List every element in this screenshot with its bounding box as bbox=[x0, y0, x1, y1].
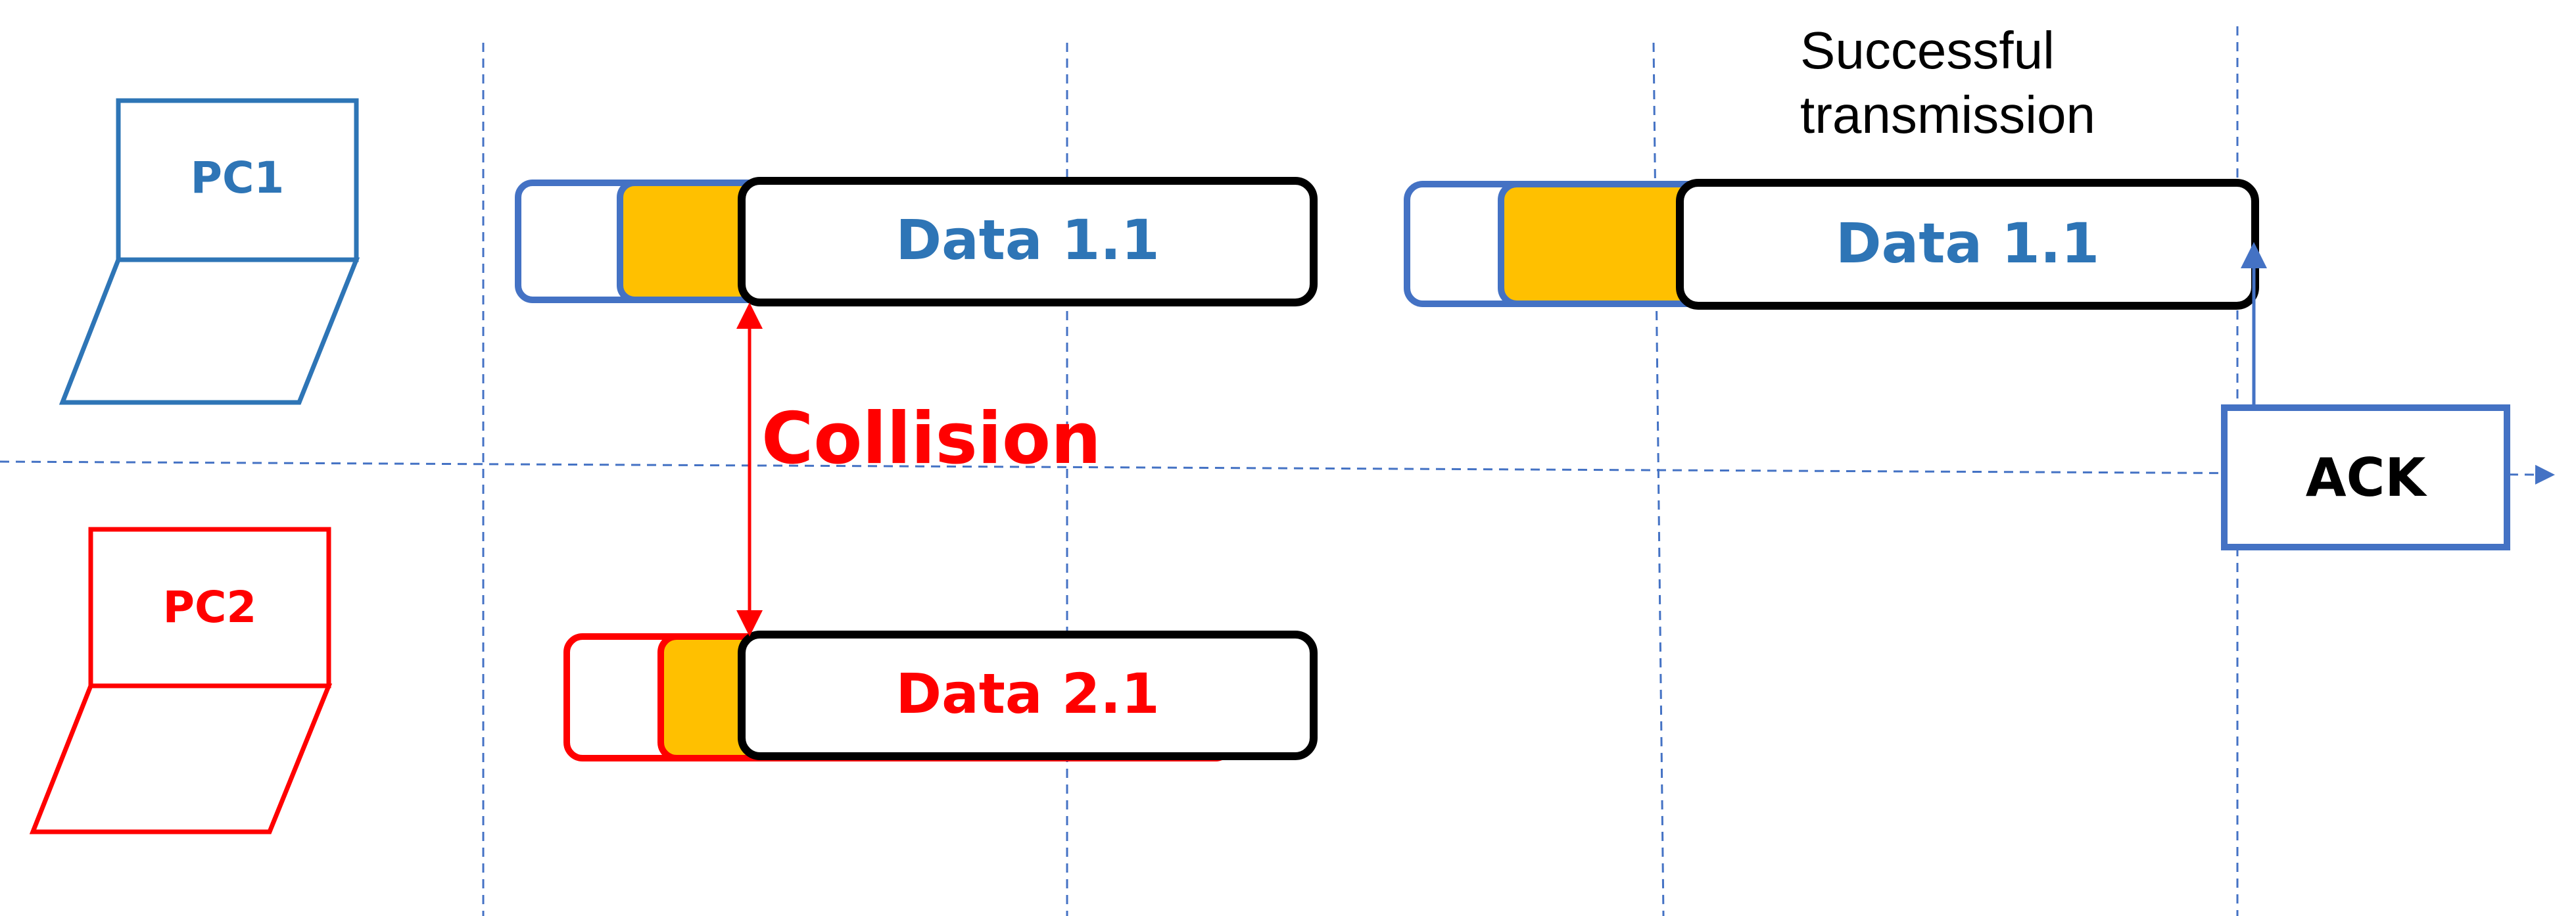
pc1-frame-retry-label: Data 1.1 bbox=[1835, 211, 2100, 276]
timeline-axis bbox=[0, 460, 2555, 485]
pc2-frame-first bbox=[563, 631, 1318, 761]
pc1-label: PC1 bbox=[190, 152, 285, 203]
pc1-frame-first-data-box bbox=[738, 177, 1318, 306]
pc1-keyboard bbox=[59, 257, 360, 405]
pc1-frame-first bbox=[515, 177, 1318, 306]
pc2-laptop-icon bbox=[29, 527, 333, 834]
pc1-frame-retry bbox=[1404, 179, 2259, 310]
slot-line-3 bbox=[1652, 42, 1665, 916]
collision-label: Collision bbox=[761, 398, 1101, 480]
ack-box bbox=[2221, 404, 2510, 550]
pc1-frame-first-label: Data 1.1 bbox=[895, 208, 1160, 272]
ack-label: ACK bbox=[2305, 446, 2426, 508]
success-label: Successful transmission bbox=[1800, 21, 2096, 144]
pc1-laptop-icon bbox=[59, 98, 360, 405]
pc2-keyboard bbox=[29, 683, 333, 834]
pc2-frame-first-data-box bbox=[738, 631, 1318, 760]
pc1-screen bbox=[116, 98, 359, 262]
pc2-frame-first-label: Data 2.1 bbox=[895, 662, 1160, 726]
pc2-label: PC2 bbox=[162, 581, 257, 633]
